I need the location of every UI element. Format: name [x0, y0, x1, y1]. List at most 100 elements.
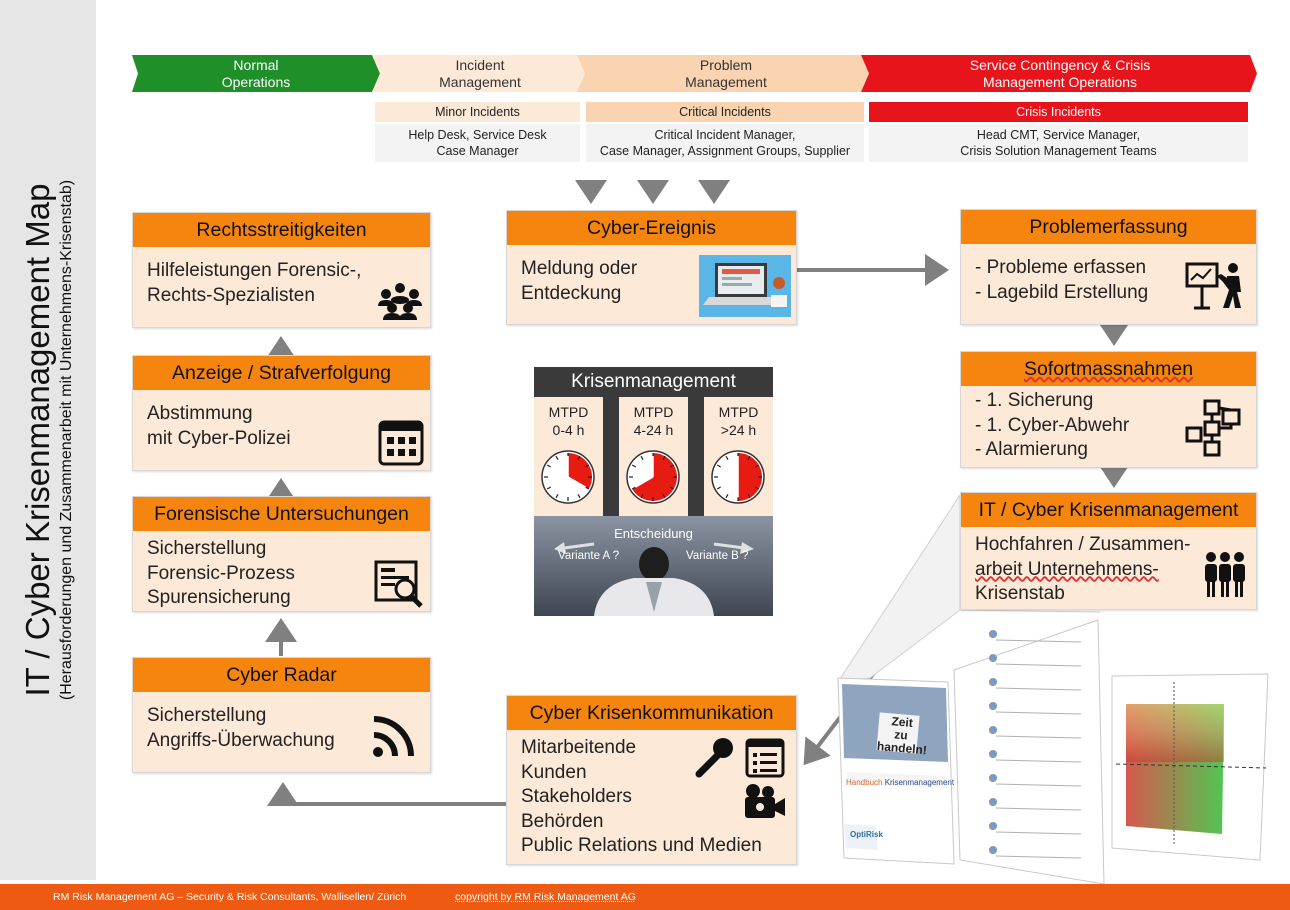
flowchart-icon [1185, 399, 1241, 457]
box-line: Angriffs-Überwachung [147, 729, 335, 751]
box-sofortmassnahmen-title: Sofortmassnahmen [961, 352, 1256, 386]
handbook-sign [876, 712, 920, 754]
box-krisenmanagement-title: IT / Cyber Krisenmanagement [961, 493, 1256, 527]
critical-incidents-roles: Critical Incident Manager, Case Manager, … [586, 124, 864, 162]
mtpd-range-3: >24 h [720, 422, 757, 438]
microphone-icon [695, 738, 733, 778]
krisenmanagement-title: Krisenmanagement [534, 367, 773, 397]
video-camera-icon [745, 784, 785, 818]
box-rechtsstreitigkeiten: Rechtsstreitigkeiten Hilfeleistungen For… [132, 212, 431, 328]
mtpd-range-2: 4-24 h [633, 422, 674, 438]
box-line: Rechts-Spezialisten [147, 284, 315, 306]
box-ereignis: Cyber-Ereignis Meldung oder Entdeckung [506, 210, 797, 325]
phase-incident-shape [372, 55, 585, 92]
handbook-index-icons [989, 630, 997, 854]
handbook-index-lines [995, 639, 1082, 859]
box-krisenmanagement: IT / Cyber Krisenmanagement Hochfahren /… [960, 492, 1257, 610]
box-forensik-title: Forensische Untersuchungen [133, 497, 430, 531]
phase-problem-shape [577, 55, 869, 92]
phase-crisis-shape [861, 55, 1257, 92]
box-line: Abstimmung [147, 403, 253, 424]
box-radar: Cyber Radar Sicherstellung Angriffs-Über… [132, 657, 431, 773]
variant-b-label: Variante B ? [686, 550, 749, 562]
forensic-search-icon [374, 560, 423, 608]
box-forensik: Forensische Untersuchungen Sicherstellun… [132, 496, 431, 612]
mtpd-label-3: MTPD [718, 404, 759, 420]
handbook-sign-text: Zeit zu handeln! [876, 714, 927, 757]
arrow-right-icon [713, 542, 745, 550]
team-meeting-icon [378, 283, 422, 320]
crisis-incidents-header: Crisis Incidents [869, 102, 1248, 122]
phase-normal-line1: Normal [233, 57, 279, 73]
box-sofortmassnahmen: Sofortmassnahmen - 1. Sicherung - 1. Cyb… [960, 351, 1257, 468]
phase-bar [132, 55, 1257, 92]
box-line: Spurensicherung [147, 587, 291, 608]
minor-roles-line2: Case Manager [436, 144, 519, 158]
crisis-incidents-roles: Head CMT, Service Manager,Crisis Solutio… [869, 124, 1248, 162]
phase-incident-line1: Incident [455, 57, 505, 73]
handbook-logo: OptiRisk [850, 830, 883, 839]
box-problemerfassung-title: Problemerfassung [961, 210, 1256, 244]
box-radar-title: Cyber Radar [133, 658, 430, 692]
mtpd-separator [688, 397, 704, 545]
box-line: Stakeholders [521, 786, 632, 807]
box-line: Behörden [521, 810, 604, 832]
box-kommunikation-title: Cyber Krisenkommunikation [507, 696, 796, 730]
box-line: Sicherstellung [147, 705, 267, 726]
handbook-index-page [953, 619, 1105, 884]
document-list-icon [745, 738, 785, 778]
handbook-title-main: Krisenmanagement [884, 778, 955, 787]
phase-problem-line2: Management [685, 74, 767, 90]
phase-crisis-line2: Management Operations [982, 74, 1138, 90]
crisis-roles-line1: Head CMT, Service Manager, [976, 128, 1141, 142]
box-line: Hilfeleistungen Forensic-, [147, 260, 362, 281]
phase-incident-line2: Management [439, 74, 521, 90]
box-line: arbeit Unternehmens- [975, 558, 1159, 580]
mtpd-label-1: MTPD [548, 404, 589, 420]
calendar-icon [378, 420, 424, 466]
variant-a-label: Variante A ? [558, 550, 620, 562]
box-kommunikation: Cyber Krisenkommunikation Mitarbeitende … [506, 695, 797, 865]
arrow-left-icon [563, 542, 595, 550]
projection-line [959, 609, 1101, 613]
arrow-komm-radar [267, 782, 506, 806]
box-line: Meldung oder [521, 258, 638, 279]
phase-normal-shape [132, 55, 380, 92]
handbook-illustration [837, 619, 1269, 884]
handbook-title-pre: Handbuch [846, 778, 885, 787]
box-line: Mitarbeitende [521, 737, 637, 758]
box-anzeige: Anzeige / Strafverfolgung Abstimmung mit… [132, 355, 431, 471]
phase-crisis-line1: Service Contingency & Crisis [969, 57, 1151, 73]
box-problemerfassung: Problemerfassung - Probleme erfassen - L… [960, 209, 1257, 325]
clock-row [541, 450, 765, 504]
footer-company: RM Risk Management AG – Security & Risk … [53, 891, 407, 903]
minor-roles-line1: Help Desk, Service Desk [408, 128, 547, 142]
box-line: Kunden [521, 761, 587, 783]
sidebar [0, 0, 96, 880]
mtpd-label-2: MTPD [633, 404, 674, 420]
box-line: Hochfahren / Zusammen- [975, 534, 1191, 555]
box-line: Forensic-Prozess [147, 562, 295, 584]
box-anzeige-title: Anzeige / Strafverfolgung [133, 356, 430, 390]
decision-figure [554, 542, 754, 616]
phase-problem-line1: Problem [699, 57, 753, 73]
footer: RM Risk Management AG – Security & Risk … [0, 884, 1290, 910]
krisenmanagement-panel: Krisenmanagement MTPD 0-4 h MTPD 4-24 h … [534, 367, 773, 616]
box-line: - 1. Sicherung [975, 390, 1094, 411]
box-line: mit Cyber-Polizei [147, 427, 291, 449]
box-line: Public Relations und Medien [521, 835, 762, 856]
box-line: Sicherstellung [147, 538, 267, 559]
box-line: - Probleme erfassen [975, 257, 1147, 278]
handbook-title: Handbuch Krisenmanagement [846, 778, 954, 787]
clock-icon [541, 450, 595, 504]
critical-incidents-header: Critical Incidents [586, 102, 864, 122]
box-rechtsstreitigkeiten-title: Rechtsstreitigkeiten [133, 213, 430, 247]
box-line: - Lagebild Erstellung [975, 281, 1149, 303]
critical-roles-line1: Critical Incident Manager, [654, 128, 796, 142]
critical-roles-line2: Case Manager, Assignment Groups, Supplie… [599, 144, 851, 158]
rss-feed-icon [373, 716, 414, 757]
phase-normal-line2: Operations [221, 74, 291, 90]
